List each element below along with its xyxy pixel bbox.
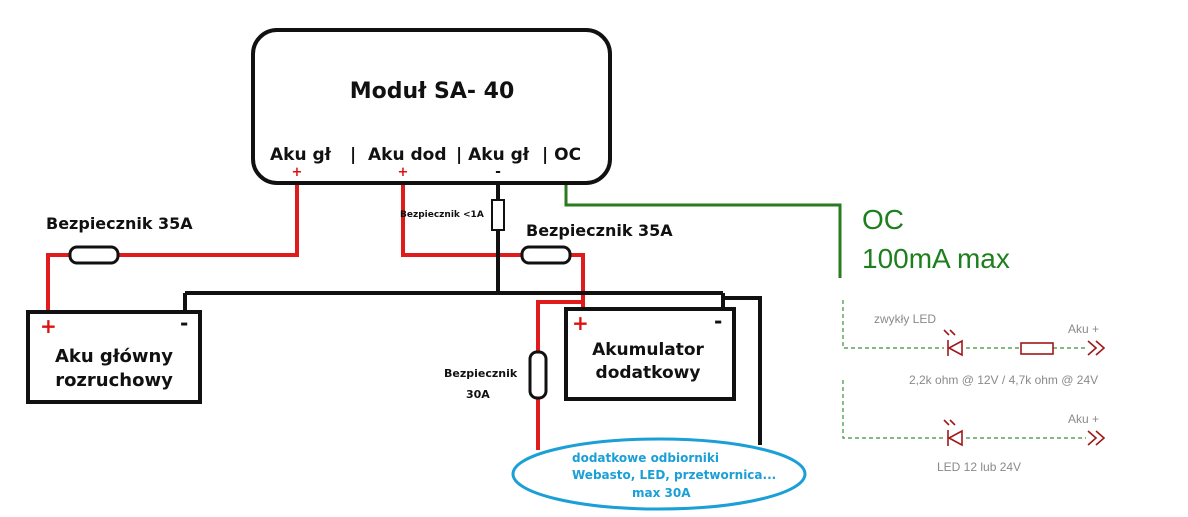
- module-plus-aux: +: [398, 165, 409, 180]
- led1-target-label: Aku +: [1068, 322, 1099, 336]
- module-minus: -: [495, 164, 501, 180]
- module-port-aux: Aku dod: [368, 145, 447, 165]
- led2-target-label: Aku +: [1068, 412, 1099, 426]
- main-fuse-label: Bezpiecznik 35A: [46, 214, 193, 233]
- module-port-separator: |: [350, 145, 356, 165]
- aux-fuse-label: Bezpiecznik 35A: [526, 221, 673, 240]
- aux-battery-line1: Akumulator: [592, 340, 704, 360]
- loads-line1: dodatkowe odbiorniki: [572, 451, 719, 465]
- oc-label: OC: [862, 204, 904, 235]
- module-box: [251, 28, 612, 185]
- module-port-oc: | OC: [542, 145, 581, 165]
- led1-diode-icon: [943, 329, 963, 357]
- aux-battery-minus: -: [714, 309, 722, 333]
- led1-label: zwykły LED: [874, 312, 936, 326]
- load-power-wire: [536, 300, 583, 450]
- module-plus-main: +: [292, 165, 303, 180]
- loads-ellipse: [511, 437, 807, 511]
- led2-label: LED 12 lub 24V: [937, 460, 1021, 474]
- main-battery-minus: -: [180, 311, 188, 335]
- small-fuse-label: Bezpiecznik <1A: [400, 210, 484, 220]
- main-battery-line1: Aku główny: [55, 346, 173, 367]
- aux-fuse: [520, 245, 572, 265]
- small-fuse: [491, 199, 505, 231]
- module-title: Moduł SA- 40: [350, 79, 515, 104]
- aux-battery-line2: dodatkowy: [596, 363, 701, 383]
- led2-arrow-icon: [1087, 430, 1106, 446]
- module-port-ground: | Aku gł: [456, 145, 530, 165]
- led1-resistor-label: 2,2k ohm @ 12V / 4,7k ohm @ 24V: [909, 373, 1098, 387]
- aux-battery-box: [564, 307, 736, 401]
- main-battery-box: [26, 310, 202, 404]
- load-fuse-label-2: 30A: [466, 388, 490, 401]
- module-port-main: Aku gł: [270, 145, 332, 165]
- load-ground-wire: [723, 296, 762, 445]
- loads-line3: max 30A: [632, 486, 691, 500]
- main-power-wire: [46, 180, 299, 315]
- led2-diode-icon: [943, 419, 963, 447]
- aux-power-wire: [401, 180, 585, 318]
- main-battery-line2: rozruchowy: [55, 370, 173, 391]
- led2-dashed-wire: [842, 380, 944, 439]
- load-fuse-label-1: Bezpiecznik: [444, 367, 518, 380]
- led1-resistor-icon: [1020, 342, 1054, 355]
- main-battery-plus: +: [40, 314, 57, 338]
- oc-wire: [564, 182, 842, 278]
- oc-current-label: 100mA max: [862, 243, 1010, 274]
- load-fuse: [528, 350, 548, 400]
- loads-line2: Webasto, LED, przetwornica...: [572, 468, 776, 482]
- led1-dashed-wire: [842, 300, 944, 349]
- aux-battery-plus: +: [572, 311, 589, 335]
- main-fuse: [68, 245, 120, 265]
- led1-arrow-icon: [1087, 340, 1106, 356]
